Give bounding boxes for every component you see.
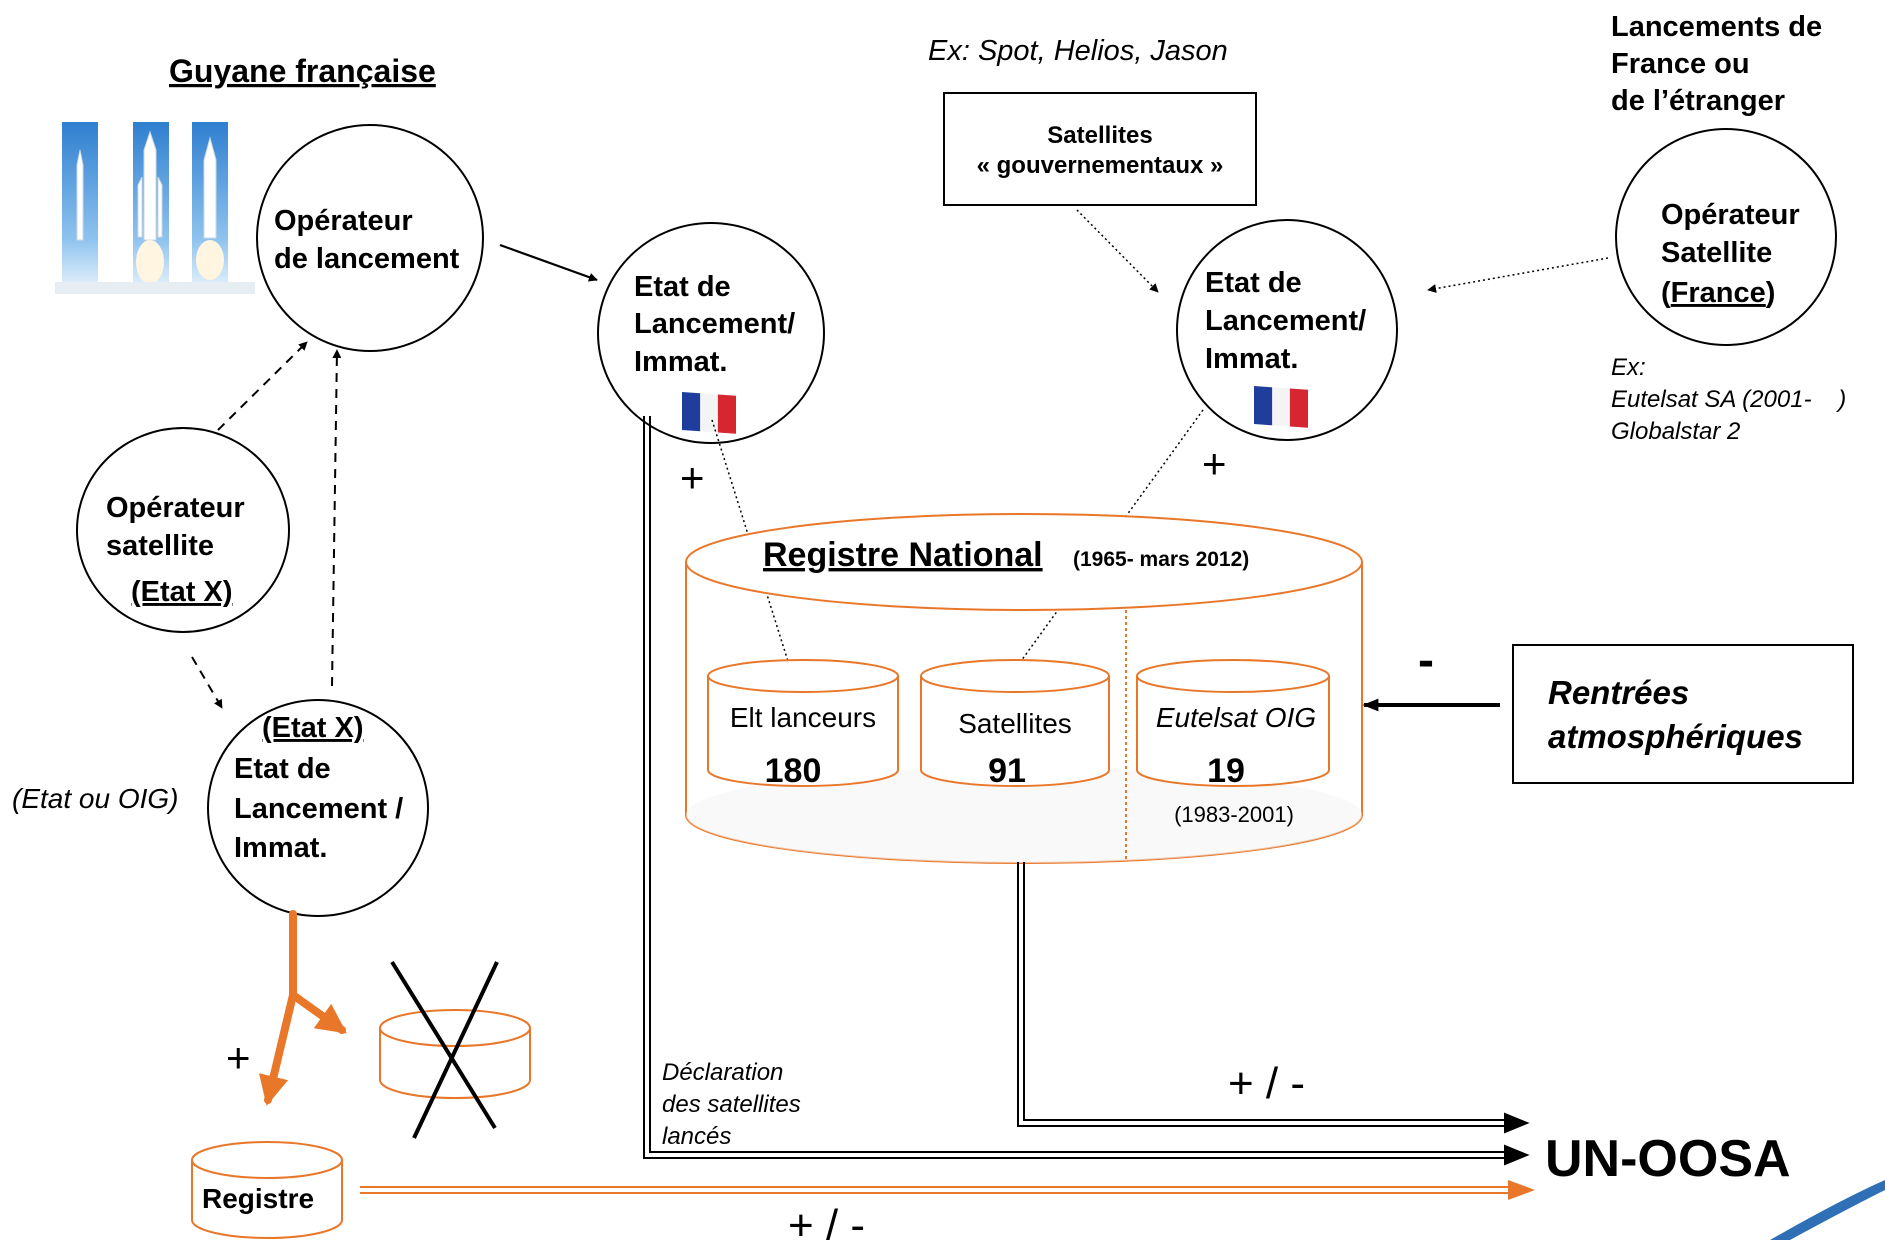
sat-operator-x-node [76, 427, 290, 633]
satellites-label: Satellites [958, 708, 1072, 739]
dotted-arrow-to-satellites [1015, 409, 1204, 669]
plus-minus-center: + / - [1228, 1059, 1305, 1108]
gov-sat-box [943, 92, 1257, 206]
foreign-launches-line1: Lancements de [1611, 11, 1822, 43]
national-register-cylinder [685, 513, 1363, 864]
unoosa-label: UN-OOSA [1545, 1130, 1791, 1188]
state-x-line2: Lancement / [234, 793, 403, 825]
launch-operator-line1: Opérateur [274, 205, 413, 237]
declaration-line3: lancés [662, 1123, 731, 1150]
dotted-arrow-satop-fr-to-state [1427, 257, 1609, 294]
state-x-line3: Immat. [234, 832, 327, 864]
eutelsat-count: 19 [1207, 752, 1245, 790]
launch-operator-node [256, 124, 484, 352]
sat-operator-x-line2: satellite [106, 530, 214, 562]
launchers-cylinder [707, 659, 899, 787]
register-double-arrow [1017, 862, 1530, 1134]
sat-operator-fr-line1: Opérateur [1661, 199, 1800, 231]
satellites-count: 91 [988, 752, 1026, 790]
state-or-oig-label: (Etat ou OIG) [12, 783, 179, 814]
arrow-launchop-to-state [499, 243, 598, 282]
sat-operator-fr-line2: Satellite [1661, 237, 1772, 269]
rocket-icon [55, 122, 255, 294]
dashed-arrow-satop-to-launchop [217, 341, 308, 431]
reentries-line2: atmosphériques [1548, 718, 1803, 755]
sat-operator-fr-line3: (France) [1661, 277, 1775, 309]
dotted-arrow-to-launchers [711, 419, 794, 675]
launchers-count: 180 [765, 752, 822, 790]
corner-swoosh [1770, 1180, 1885, 1240]
crossed-register-cylinder [379, 1009, 531, 1099]
registre-label: Registre [202, 1183, 314, 1214]
declaration-line2: des satellites [662, 1091, 801, 1118]
orange-double-arrow-to-unoosa [360, 1180, 1535, 1200]
launch-operator-line2: de lancement [274, 243, 460, 275]
sat-operator-x-state: (Etat X) [131, 576, 233, 608]
satellites-cylinder [920, 659, 1110, 787]
launch-state-left-line3: Immat. [634, 346, 727, 378]
eutelsat-period: (1983-2001) [1174, 802, 1294, 827]
launch-state-right-line1: Etat de [1205, 267, 1302, 299]
gov-sat-line1: Satellites [1047, 122, 1152, 149]
foreign-launches-line2: France ou [1611, 48, 1750, 80]
examples-line2: Eutelsat SA (2001- ) [1611, 386, 1846, 413]
reentries-line1: Rentrées [1548, 674, 1689, 711]
launch-state-left-line1: Etat de [634, 271, 731, 303]
cross-out-icon [390, 960, 499, 1139]
launchers-label: Elt lanceurs [730, 702, 876, 733]
state-x-line1: Etat de [234, 753, 331, 785]
eutelsat-label: Eutelsat OIG [1156, 702, 1316, 733]
launch-state-left-node [597, 222, 825, 444]
orange-branch-arrows [258, 910, 347, 1106]
gov-sat-line2: « gouvernementaux » [977, 152, 1224, 179]
state-x-head: (Etat X) [262, 712, 364, 744]
examples-line3: Globalstar 2 [1611, 418, 1740, 445]
launch-state-right-line3: Immat. [1205, 343, 1298, 375]
dotted-arrow-gov-to-state [1076, 209, 1159, 293]
minus-reentries: - [1418, 634, 1434, 687]
gov-example: Ex: Spot, Helios, Jason [928, 35, 1228, 67]
sat-operator-x-line1: Opérateur [106, 492, 245, 524]
guyane-title: Guyane française [169, 53, 436, 89]
register-period: (1965- mars 2012) [1073, 548, 1249, 571]
sat-operator-fr-node [1615, 128, 1837, 346]
declaration-line1: Déclaration [662, 1059, 783, 1086]
registre-cylinder [191, 1141, 343, 1239]
reentries-box [1512, 644, 1854, 784]
plus-center-left: + [680, 454, 705, 501]
register-title: Registre National [763, 536, 1043, 574]
launch-state-right-node [1176, 219, 1398, 441]
launch-state-right-line2: Lancement/ [1205, 305, 1366, 337]
declaration-double-arrow [643, 416, 1530, 1166]
plus-left: + [226, 1034, 251, 1081]
french-flag-icon [682, 392, 736, 434]
eutelsat-cylinder [1136, 659, 1330, 787]
plus-center-right: + [1202, 440, 1227, 487]
launch-state-left-line2: Lancement/ [634, 308, 795, 340]
dashed-arrow-statex-to-launchop [331, 349, 342, 687]
foreign-launches-line3: de l’étranger [1611, 85, 1785, 117]
state-x-node [207, 699, 429, 917]
french-flag-icon [1254, 386, 1308, 428]
examples-line1: Ex: [1611, 354, 1646, 381]
plus-minus-bottom: + / - [788, 1201, 865, 1240]
dashed-arrow-satop-to-statex [191, 656, 223, 709]
